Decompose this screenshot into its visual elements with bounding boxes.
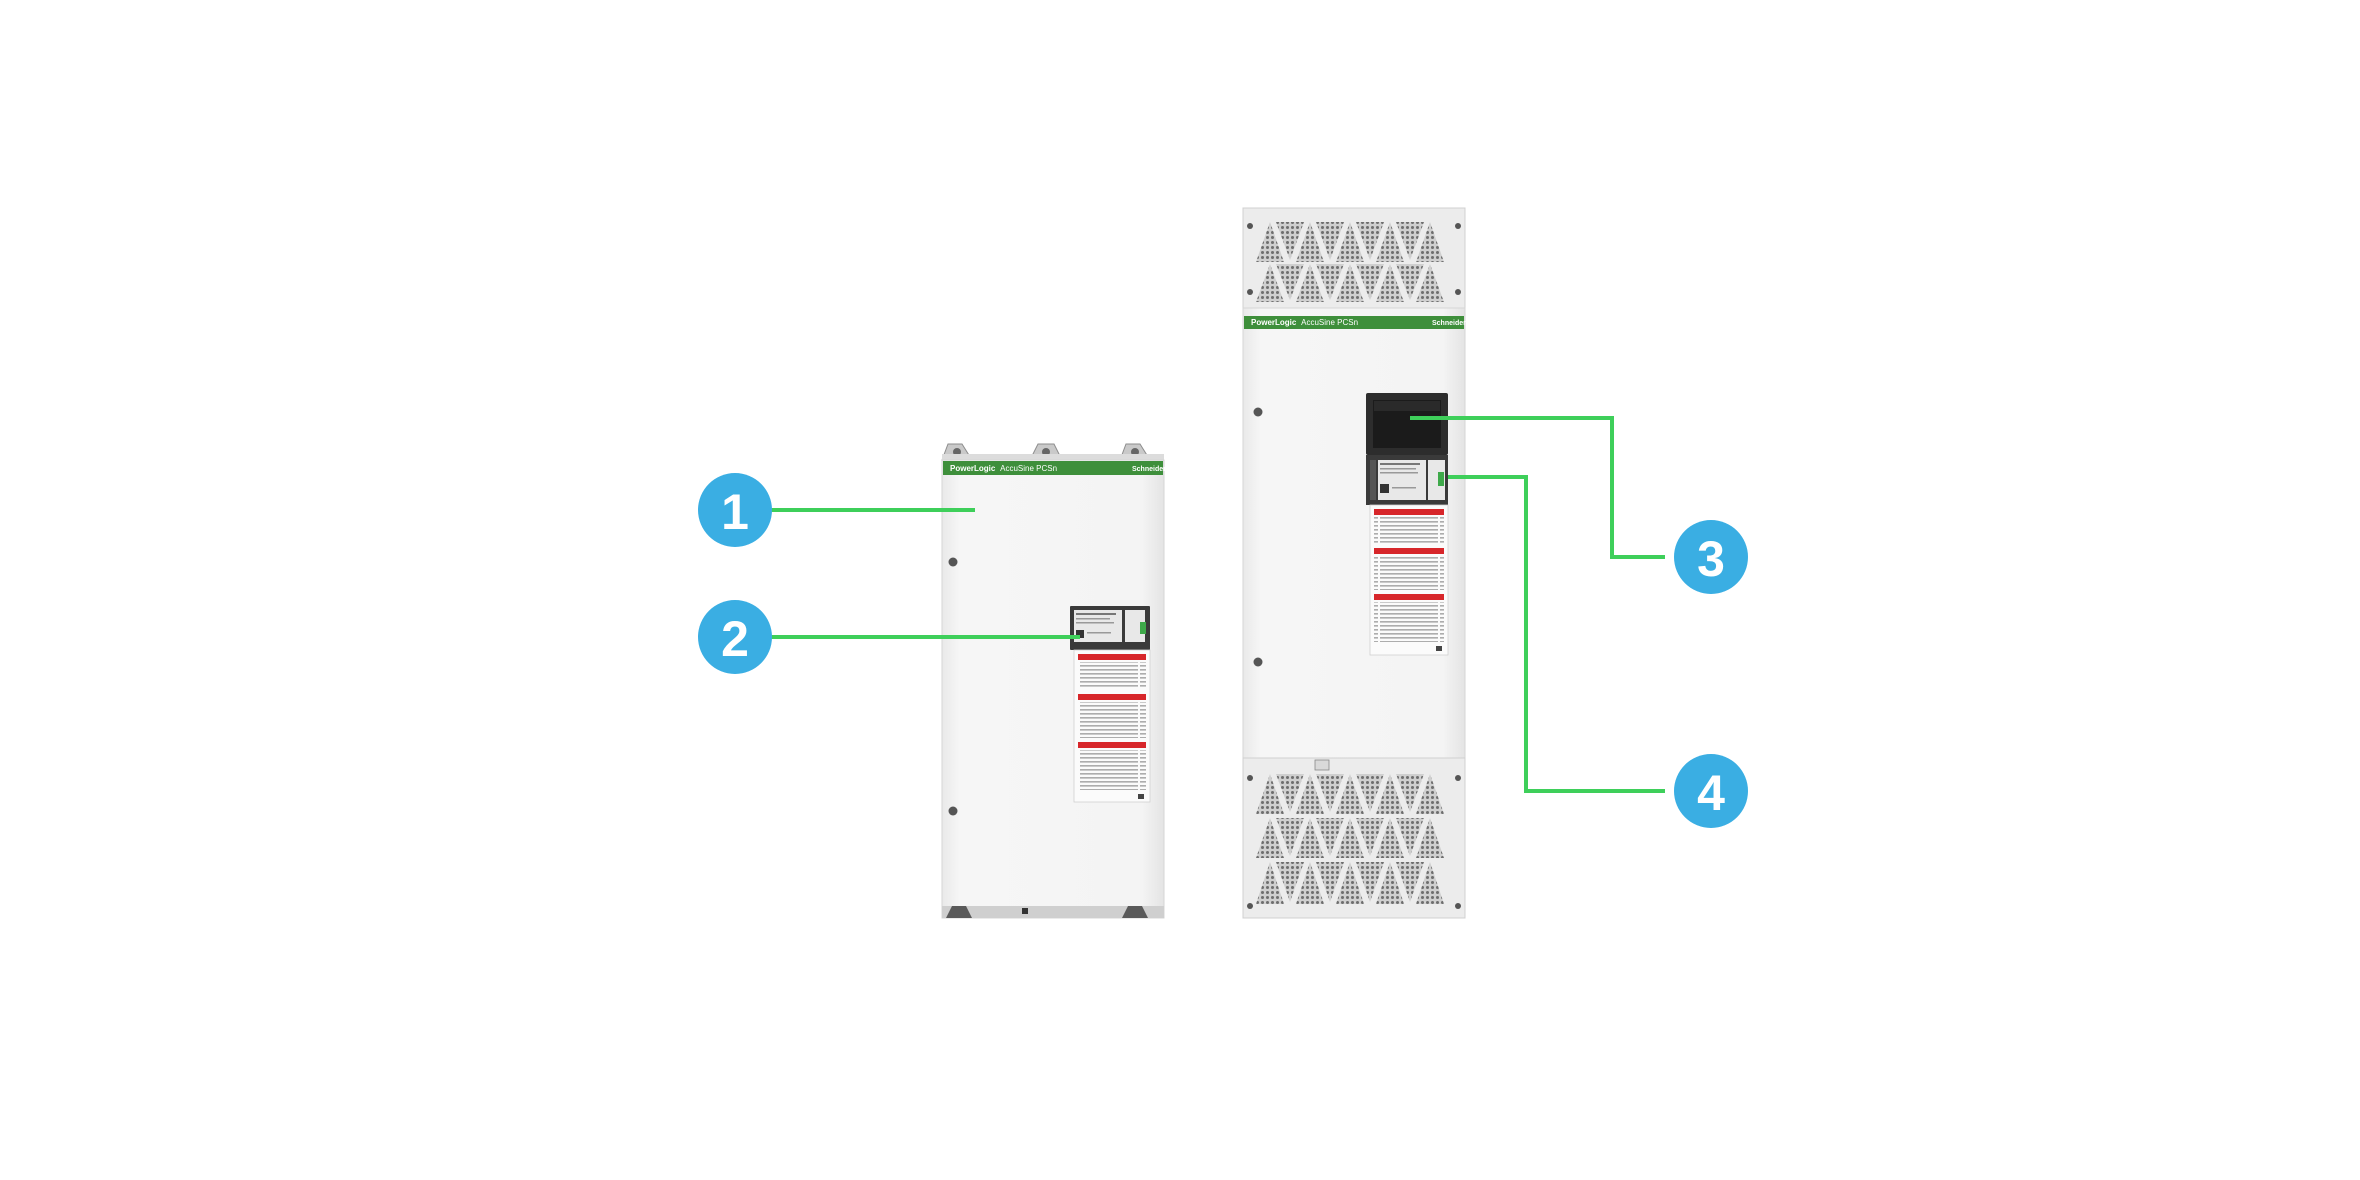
- callout-badge-2: 2: [698, 600, 772, 674]
- callout-circle: [1674, 520, 1748, 594]
- door-screw: [948, 557, 958, 567]
- hmi-label-panel: [1070, 606, 1150, 650]
- svg-text:PowerLogic AccuSine PC: PowerLogic AccuSine PCSn: [1251, 318, 1358, 327]
- callout-circle: [1674, 754, 1748, 828]
- callout-number: 3: [1697, 531, 1725, 587]
- small-cabinet: PowerLogic AccuSine PCSn Schneider: [941, 443, 1166, 919]
- brand-bar: PowerLogic AccuSine PCSn Schneider: [943, 461, 1166, 475]
- callout-circle: [698, 600, 772, 674]
- warning-label-sheet: [1073, 649, 1151, 803]
- brand-bar: PowerLogic AccuSine PCSn Schneider: [1244, 316, 1466, 329]
- door-screw: [1253, 407, 1263, 417]
- warning-label-sheet: [1369, 504, 1449, 656]
- callout-number: 1: [721, 484, 749, 540]
- callout-badge-4: 4: [1674, 754, 1748, 828]
- svg-text:PowerLogic AccuSine PC: PowerLogic AccuSine PCSn: [950, 464, 1057, 473]
- brand-name: PowerLogic: [950, 464, 996, 473]
- callout-badge-3: 3: [1674, 520, 1748, 594]
- callout-number: 2: [721, 611, 749, 667]
- door-screw: [948, 806, 958, 816]
- touchscreen-display: [1366, 393, 1448, 455]
- manufacturer-logo: Schneider: [1132, 466, 1166, 473]
- large-cabinet: PowerLogic AccuSine PCSn Schneider: [1242, 207, 1466, 919]
- door-screw: [1253, 657, 1263, 667]
- callout-circle: [698, 473, 772, 547]
- callout-number: 4: [1697, 765, 1725, 821]
- callout-badge-1: 1: [698, 473, 772, 547]
- manufacturer-logo: Schneider: [1432, 320, 1466, 327]
- top-mounting-brackets: [941, 443, 1164, 462]
- top-vent-grille: [1242, 207, 1466, 309]
- model-name: AccuSine PCSn: [1000, 464, 1057, 473]
- leader-line-3: [1410, 416, 1665, 559]
- bottom-brackets: [942, 906, 1164, 918]
- hmi-label-panel: [1366, 455, 1448, 505]
- leader-lines: [770, 416, 1665, 793]
- bottom-vent-grille: [1242, 757, 1466, 919]
- leader-line-4: [1448, 475, 1665, 793]
- model-name: AccuSine PCSn: [1301, 318, 1358, 327]
- brand-name: PowerLogic: [1251, 318, 1297, 327]
